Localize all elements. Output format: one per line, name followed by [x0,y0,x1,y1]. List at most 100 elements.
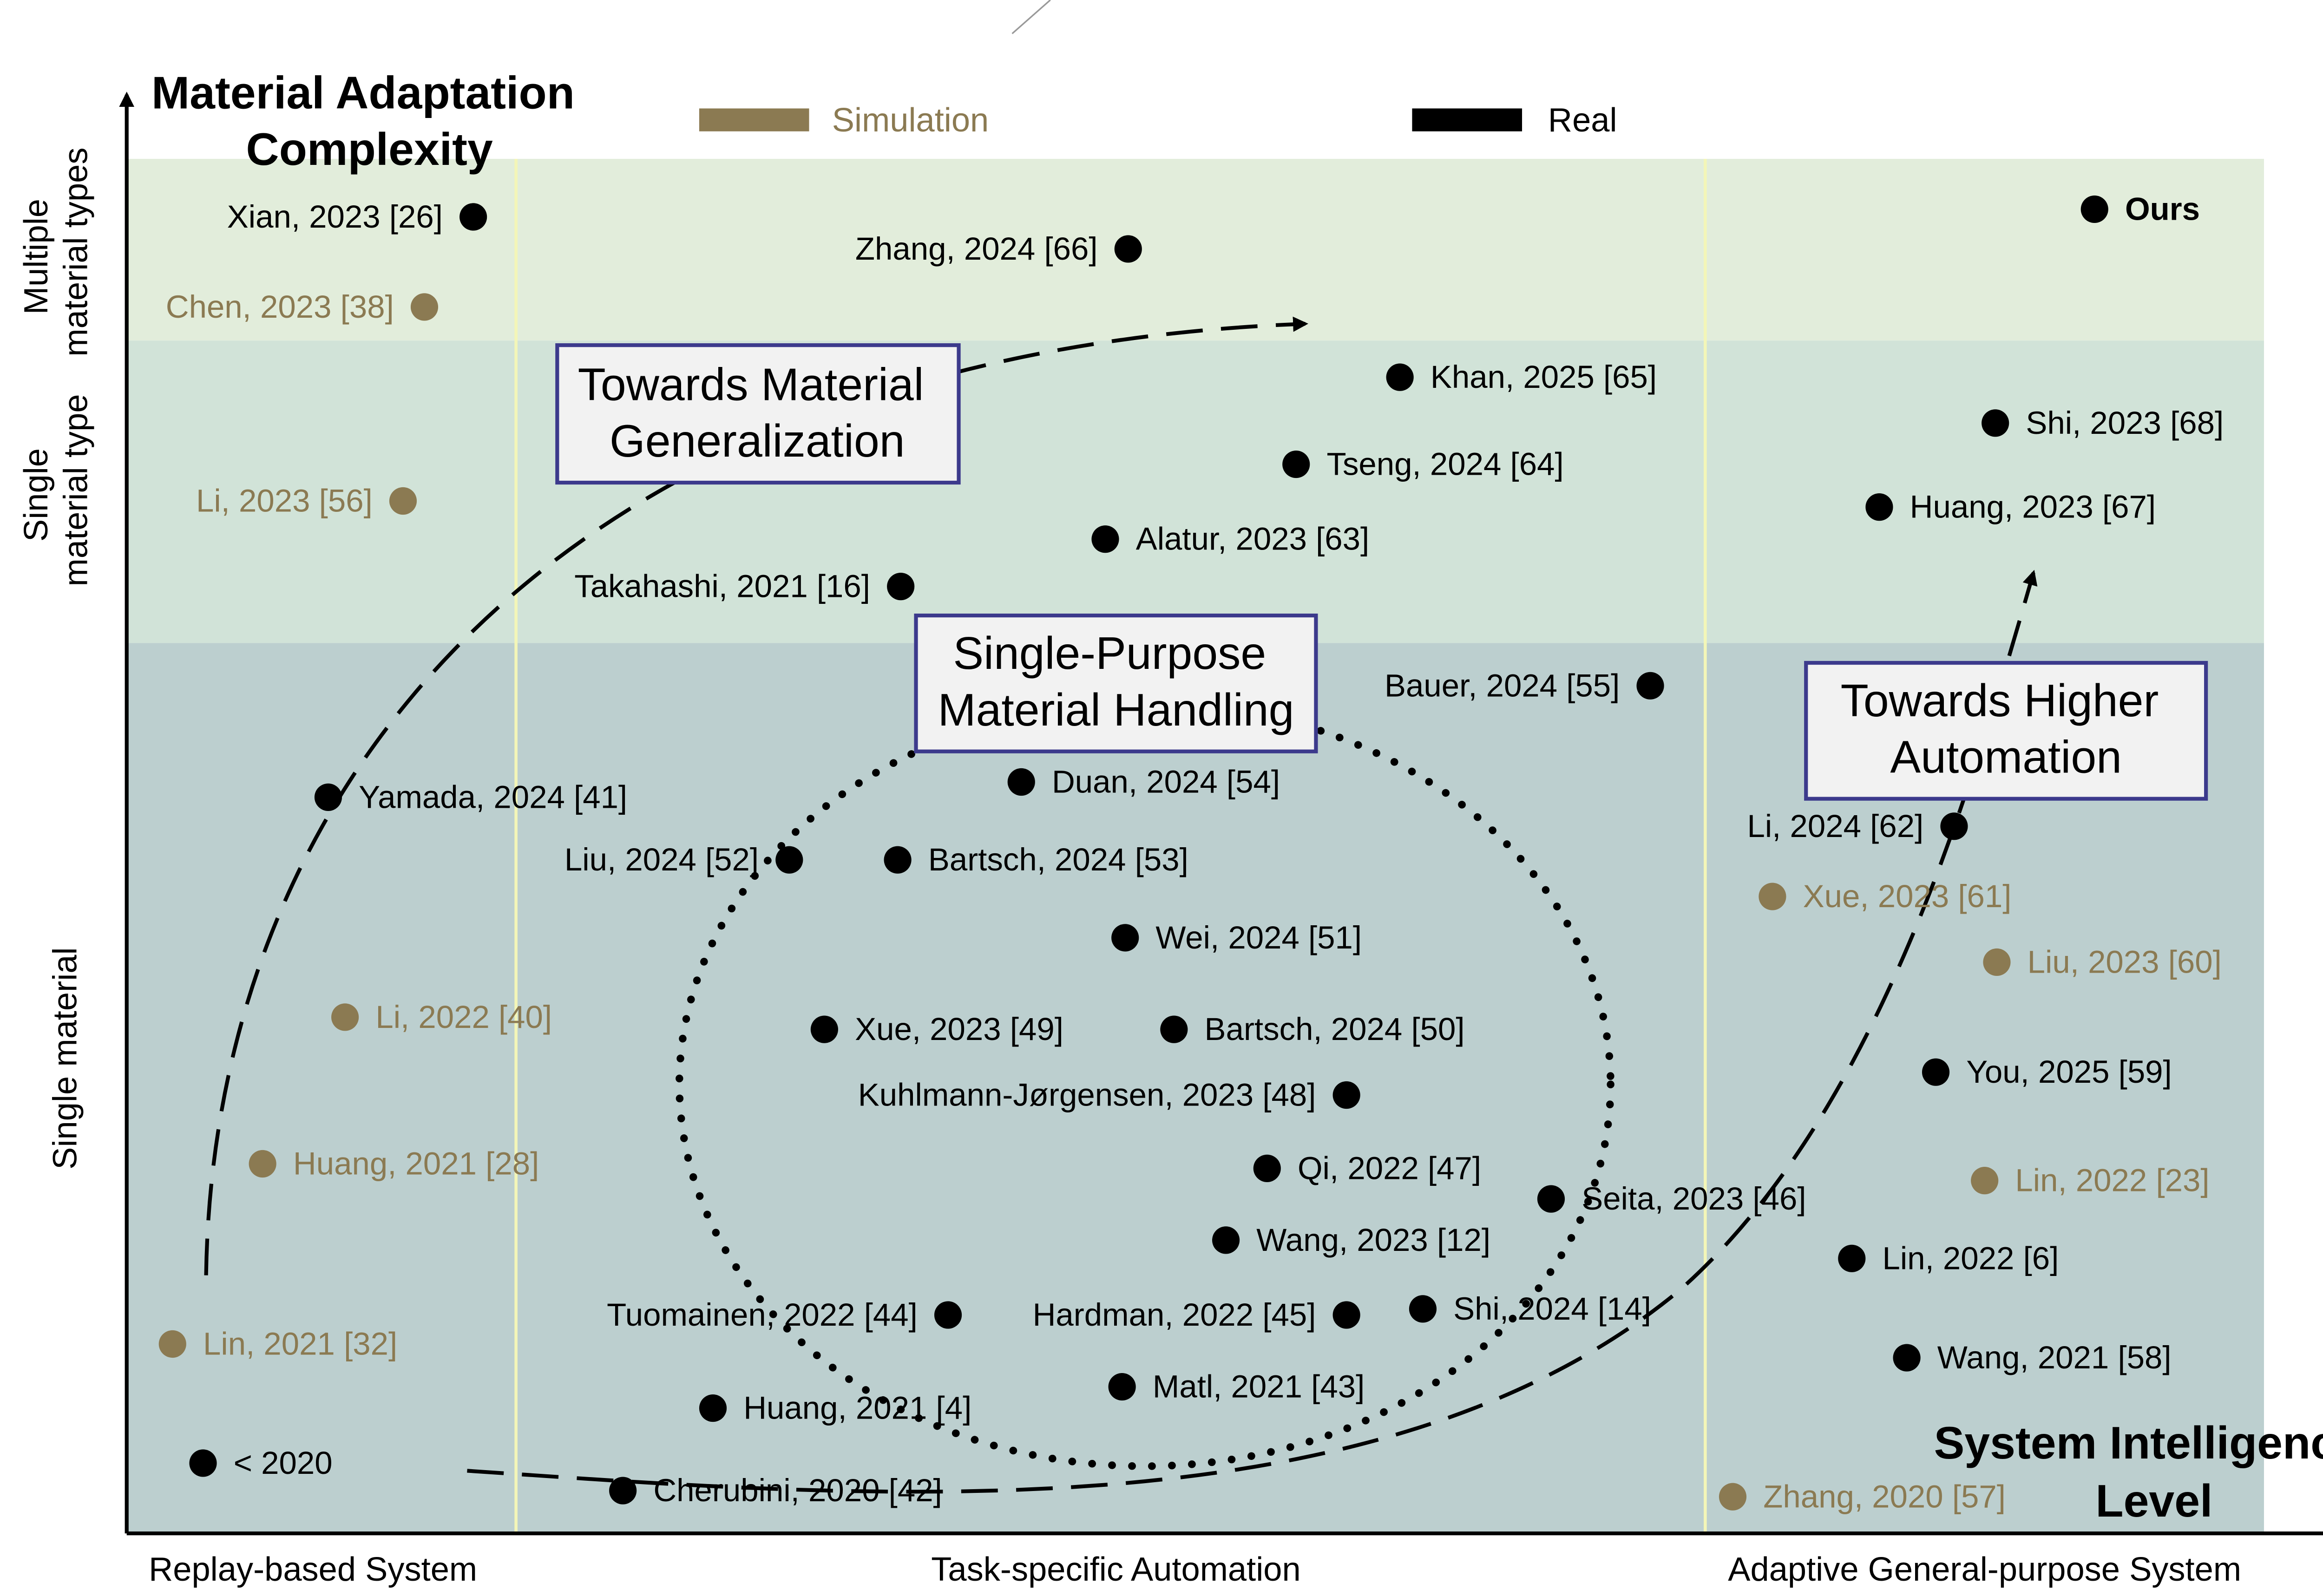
point-seita-2023-46 [1537,1185,1565,1213]
point-label-lin-2021-32: Lin, 2021 [32] [203,1326,397,1361]
legend-label-simulation: Simulation [832,102,989,139]
trend-box-higher-automation-frame [1804,661,2208,801]
point-khan-2025-65 [1386,363,1414,391]
point-huang-2021-28 [249,1150,276,1178]
trend-box-2-line-1: Single-Purpose [953,628,1266,679]
x-axis-title: System Intelligence Level [1934,1417,2323,1526]
point-shi-2023-68 [1982,409,2009,437]
point-label-bauer-2024-55: Bauer, 2024 [55] [1385,667,1620,703]
point-label-kuhlmann-j-rgensen-2023-48: Kuhlmann-Jørgensen, 2023 [48] [858,1077,1316,1113]
point-label-huang-2021-4: Huang, 2021 [4] [743,1390,971,1426]
x-column-label-replay: Replay-based System [149,1551,477,1588]
data-points: Xian, 2023 [26]Chen, 2023 [38]Zhang, 202… [158,191,2224,1514]
point-lin-2022-6 [1838,1244,1866,1272]
point-liu-2023-60 [1983,948,2011,976]
y-axis-title-line-1: Material Adaptation [151,67,575,118]
point-label-xue-2023-49: Xue, 2023 [49] [855,1011,1063,1047]
point-label-hardman-2022-45: Hardman, 2022 [45] [1033,1297,1316,1333]
point-li-2022-40 [331,1003,359,1031]
point-label-lin-2022-23: Lin, 2022 [23] [2015,1163,2209,1198]
point-zhang-2020-57 [1719,1483,1747,1511]
x-axis-title-line-1: System Intelligence [1934,1417,2323,1468]
trend-box-single-purpose-text: Single-Purpose Material Handling [938,628,1294,735]
point-label-huang-2023-67: Huang, 2023 [67] [1910,489,2156,525]
point-you-2025-59 [1922,1058,1950,1086]
point-li-2023-56 [389,487,417,515]
point-alatur-2023-63 [1091,525,1119,553]
x-column-label-adaptive: Adaptive General-purpose System [1728,1551,2241,1588]
point-hardman-2022-45 [1332,1301,1360,1329]
point-label-matl-2021-43: Matl, 2021 [43] [1153,1369,1365,1405]
trend-box-2-line-2: Material Handling [938,684,1294,735]
point-label-zhang-2020-57: Zhang, 2020 [57] [1763,1478,2006,1514]
point-label-wei-2024-51: Wei, 2024 [51] [1155,920,1362,955]
legend-swatch-simulation [699,108,809,131]
point-label-zhang-2024-66: Zhang, 2024 [66] [855,231,1098,267]
point-label-shi-2023-68: Shi, 2023 [68] [2026,405,2224,441]
point-label-chen-2023-38: Chen, 2023 [38] [166,289,394,325]
y-axis-title-line-2: Complexity [246,124,493,175]
point-bauer-2024-55 [1636,672,1664,700]
point-label-li-2022-40: Li, 2022 [40] [375,999,552,1035]
trend-box-1-line-2: Generalization [610,415,905,466]
point-yamada-2024-41 [314,783,342,811]
point-xian-2023-26 [459,203,487,231]
legend-swatch-real [1412,108,1522,131]
band-label-multiple-material-types: Multiple material types [18,147,94,356]
point-takahashi-2021-16 [887,573,915,601]
point-label-qi-2022-47: Qi, 2022 [47] [1298,1150,1481,1186]
point-lin-2021-32 [158,1330,186,1358]
point-huang-2021-4 [699,1394,727,1422]
point-label-tseng-2024-64: Tseng, 2024 [64] [1326,446,1563,482]
x-column-label-task-specific: Task-specific Automation [931,1551,1300,1588]
point-huang-2023-67 [1865,493,1893,521]
point-liu-2024-52 [775,846,803,874]
point-label-yamada-2024-41: Yamada, 2024 [41] [359,779,627,815]
point-wang-2023-12 [1212,1226,1240,1254]
point-label-takahashi-2021-16: Takahashi, 2021 [16] [574,569,870,604]
legend-label-real: Real [1548,102,1617,139]
band-multiple-material-types [126,158,2264,341]
point-label-alatur-2023-63: Alatur, 2023 [63] [1136,521,1369,557]
point-label-cherubini-2020-42: Cherubini, 2020 [42] [653,1472,942,1508]
point-label-ours: Ours [2125,191,2200,227]
band-label-multiple-line-2: material types [57,147,94,356]
trend-arrow-material-generalization [204,316,1309,1275]
trend-box-3-line-1: Towards Higher [1841,675,2159,726]
point-label-2020: < 2020 [234,1445,333,1481]
point-label-bartsch-2024-50: Bartsch, 2024 [50] [1205,1011,1465,1047]
band-label-single-material-type: Single material type [18,394,94,586]
band-label-multiple-line-1: Multiple [18,199,55,314]
point-label-lin-2022-6: Lin, 2022 [6] [1883,1240,2059,1276]
point-zhang-2024-66 [1114,235,1142,263]
point-label-you-2025-59: You, 2025 [59] [1966,1054,2172,1090]
point-label-wang-2021-58: Wang, 2021 [58] [1937,1340,2172,1375]
point-label-li-2024-62: Li, 2024 [62] [1747,808,1923,844]
point-label-seita-2023-46: Seita, 2023 [46] [1581,1181,1806,1217]
point-wei-2024-51 [1111,924,1139,952]
point-tuomainen-2022-44 [934,1301,962,1329]
point-bartsch-2024-50 [1160,1015,1188,1043]
band-label-single-material: Single material [46,947,84,1169]
point-duan-2024-54 [1007,768,1035,796]
point-lin-2022-23 [1971,1167,1999,1195]
decorative-stroke [1011,0,1051,34]
point-label-shi-2024-14: Shi, 2024 [14] [1453,1291,1651,1327]
point-label-tuomainen-2022-44: Tuomainen, 2022 [44] [607,1297,918,1333]
point-wang-2021-58 [1893,1344,1921,1372]
trend-box-material-generalization: Towards Material Generalization [555,343,961,485]
point-cherubini-2020-42 [609,1477,637,1504]
trend-box-material-generalization-frame [555,343,961,485]
band-label-single-material-line-1: Single material [46,947,84,1169]
point-2020 [189,1449,217,1477]
point-label-xue-2023-61: Xue, 2023 [61] [1803,878,2012,914]
point-label-duan-2024-54: Duan, 2024 [54] [1052,764,1280,799]
point-bartsch-2024-53 [884,846,912,874]
band-label-single-type-line-2: material type [57,394,94,586]
y-axis-title: Material Adaptation Complexity [151,67,587,175]
point-label-huang-2021-28: Huang, 2021 [28] [293,1145,539,1181]
band-single-material-type [126,340,2264,643]
trend-box-single-purpose: Single-Purpose Material Handling [914,613,1318,753]
point-label-wang-2023-12: Wang, 2023 [12] [1256,1222,1490,1258]
